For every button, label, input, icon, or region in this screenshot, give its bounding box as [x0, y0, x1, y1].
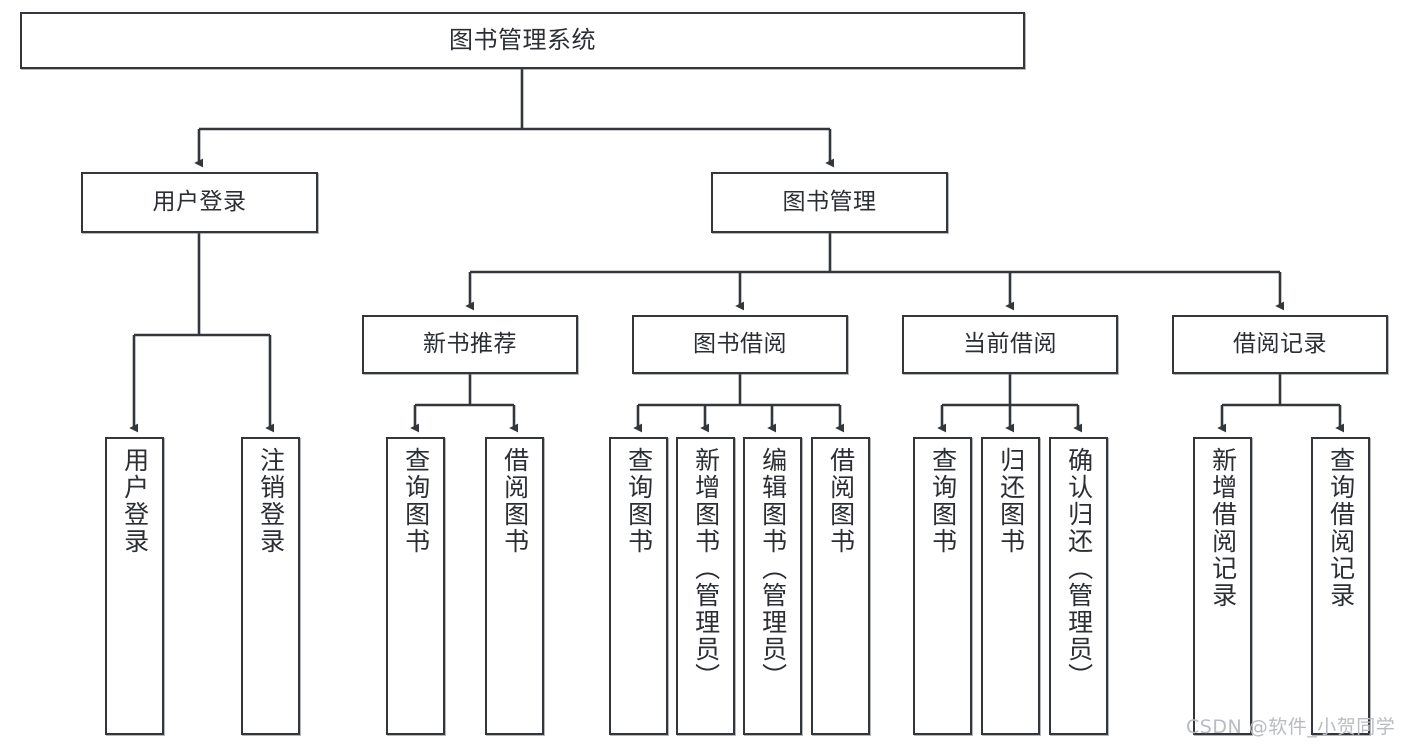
node-label: 图书借阅: [693, 330, 787, 357]
node-label: 借阅图书: [500, 447, 530, 555]
csdn-watermark: CSDN @软件_小贺同学: [1186, 716, 1396, 738]
node-label: 用户登录: [120, 447, 150, 555]
node-label: 借阅图书: [826, 447, 856, 555]
node-book-management[interactable]: 图书管理: [711, 172, 948, 233]
node-user-login[interactable]: 用户登录: [81, 172, 318, 233]
node-label: 借阅记录: [1233, 330, 1327, 357]
leaf-book-borrow-query-books[interactable]: 查询图书: [609, 437, 668, 735]
node-label: 新增借阅记录: [1208, 447, 1238, 609]
leaf-current-borrow-return-books[interactable]: 归还图书: [981, 437, 1040, 735]
leaf-new-book-borrow-books[interactable]: 借阅图书: [485, 437, 544, 735]
node-label: 查询图书: [401, 447, 431, 555]
leaf-user-login-login[interactable]: 用户登录: [105, 437, 164, 735]
node-new-book-recommendation[interactable]: 新书推荐: [362, 315, 578, 374]
leaf-user-login-logout[interactable]: 注销登录: [241, 437, 300, 735]
node-label: 注销登录: [256, 447, 286, 555]
leaf-new-book-query-books[interactable]: 查询图书: [386, 437, 445, 735]
node-label: 编辑图书（管理员）: [758, 447, 788, 690]
leaf-borrow-record-add-record[interactable]: 新增借阅记录: [1193, 437, 1252, 735]
node-label: 归还图书: [996, 447, 1026, 555]
node-label: 图书管理系统: [449, 26, 596, 55]
node-root-book-management-system[interactable]: 图书管理系统: [20, 12, 1025, 69]
leaf-book-borrow-edit-book-admin[interactable]: 编辑图书（管理员）: [743, 437, 802, 735]
node-label: 确认归还（管理员）: [1064, 447, 1094, 690]
leaf-current-borrow-confirm-return-admin[interactable]: 确认归还（管理员）: [1049, 437, 1108, 735]
node-label: 图书管理: [782, 188, 877, 215]
node-current-borrowing[interactable]: 当前借阅: [902, 315, 1118, 374]
node-label: 当前借阅: [963, 330, 1057, 357]
node-label: 新增图书（管理员）: [691, 447, 721, 690]
leaf-book-borrow-borrow-books[interactable]: 借阅图书: [811, 437, 870, 735]
leaf-current-borrow-query-books[interactable]: 查询图书: [913, 437, 972, 735]
node-label: 查询图书: [928, 447, 958, 555]
node-label: 新书推荐: [423, 330, 517, 357]
node-label: 查询图书: [624, 447, 654, 555]
node-label: 查询借阅记录: [1326, 447, 1356, 609]
leaf-borrow-record-query-record[interactable]: 查询借阅记录: [1311, 437, 1370, 735]
node-borrowing-record[interactable]: 借阅记录: [1172, 315, 1388, 374]
leaf-book-borrow-add-book-admin[interactable]: 新增图书（管理员）: [676, 437, 735, 735]
node-book-borrowing[interactable]: 图书借阅: [632, 315, 848, 374]
node-label: 用户登录: [152, 188, 247, 215]
